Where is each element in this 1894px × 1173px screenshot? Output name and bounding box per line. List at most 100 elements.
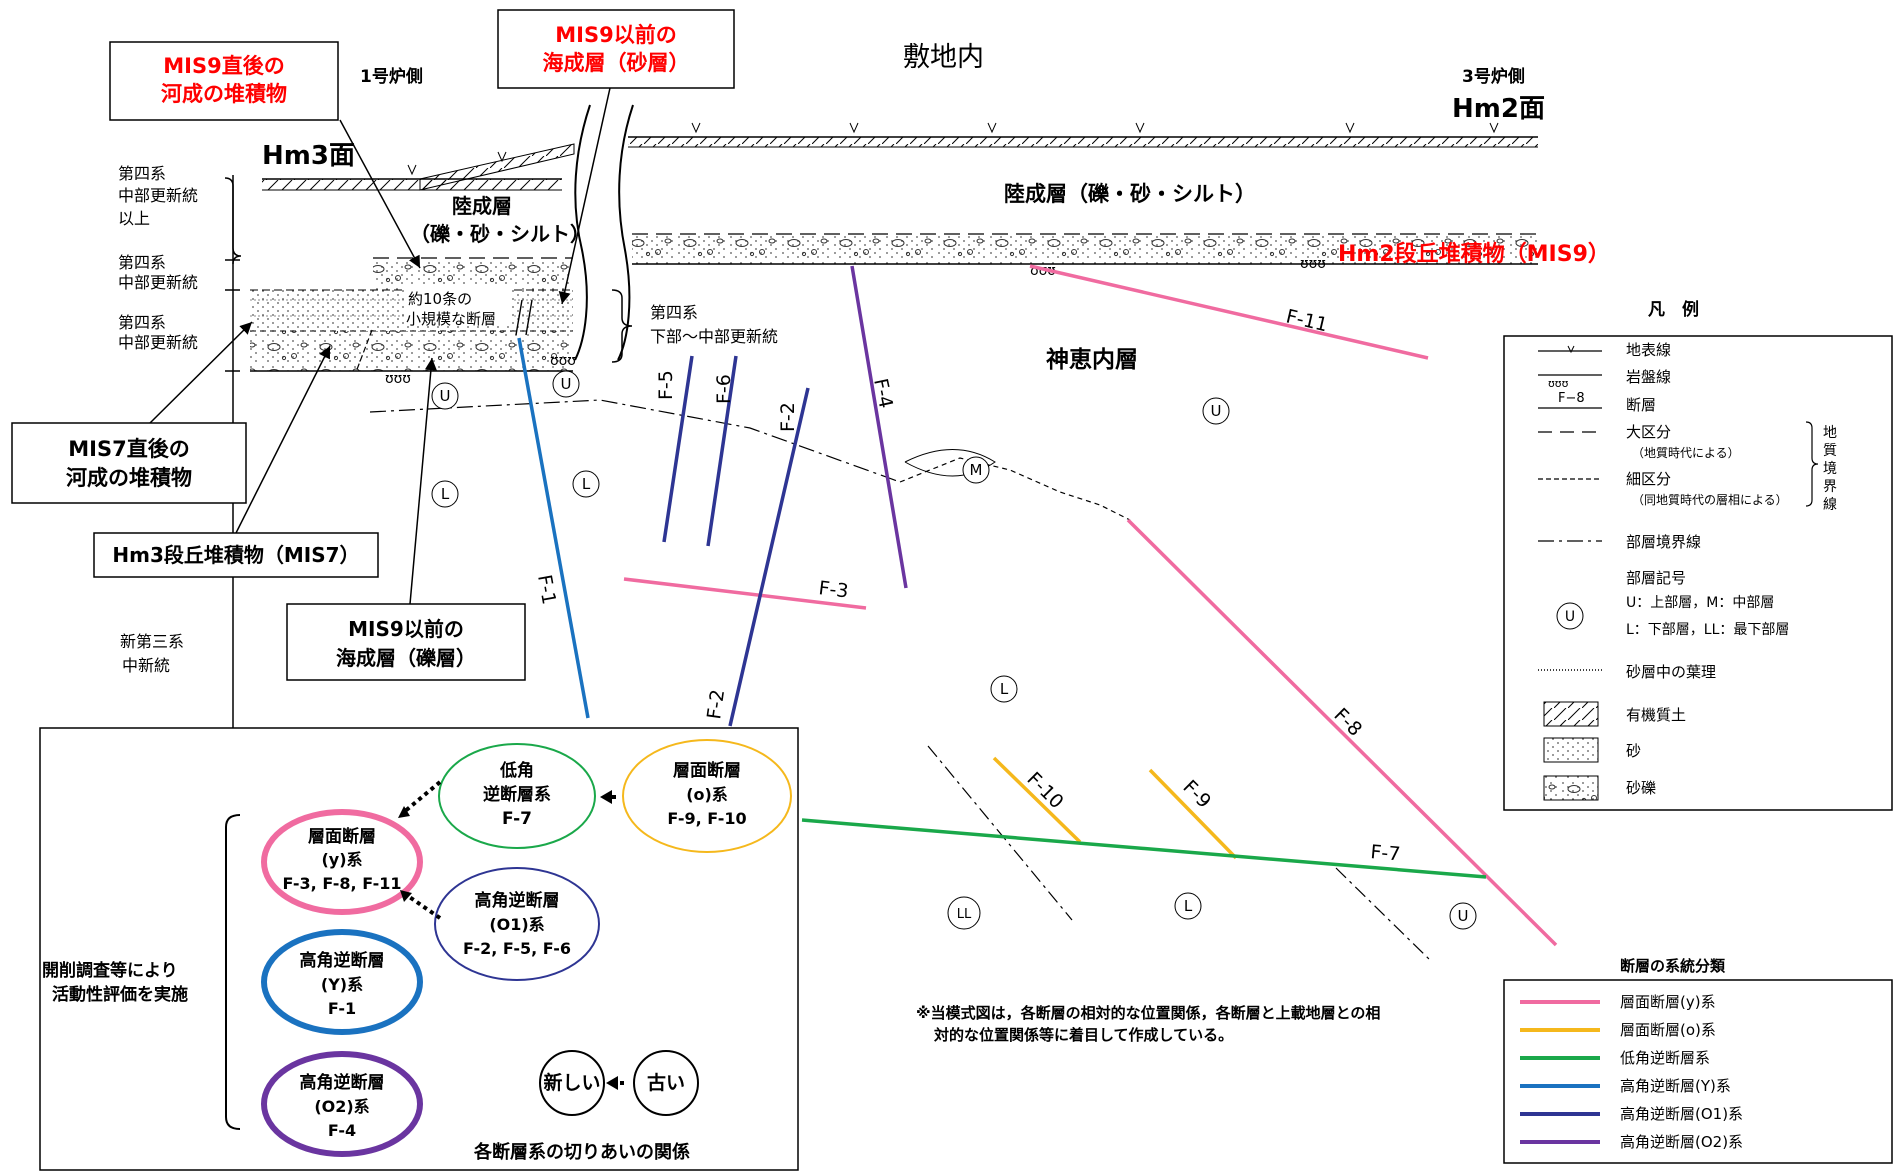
svg-text:断層: 断層	[1626, 396, 1656, 414]
svg-text:(o)系: (o)系	[686, 785, 728, 804]
unit-l2: L	[582, 475, 591, 493]
svg-text:低角: 低角	[499, 760, 534, 781]
fault-f1	[517, 337, 590, 719]
callout-hm3-deposit	[93, 532, 379, 578]
hm2-organic-soil	[628, 137, 1538, 147]
age-a3: 以上	[118, 209, 150, 228]
o-system-node	[622, 739, 792, 853]
classification-label: 高角逆断層(O2)系	[1620, 1133, 1743, 1151]
svg-text:MIS9以前の: MIS9以前の	[555, 23, 676, 47]
unit-u3: U	[1211, 402, 1222, 420]
unit-ll1: LL	[957, 907, 972, 922]
fault-relation-panel: 開削調査等により 活動性評価を実施 層面断層 (y)系 F-3, F-8, F-…	[39, 727, 799, 1171]
svg-text:(Y)系: (Y)系	[321, 975, 363, 994]
svg-text:(O1)系: (O1)系	[489, 915, 544, 934]
age-a1: 第四系	[118, 164, 166, 183]
svg-text:有機質土: 有機質土	[1626, 706, 1686, 724]
older-node	[633, 1050, 699, 1116]
legend-box	[1503, 335, 1893, 811]
svg-text:高角逆断層: 高角逆断層	[300, 950, 385, 971]
left-upper-stratum-sub: （礫・砂・シルト）	[410, 222, 590, 246]
unit-l1: L	[441, 485, 450, 503]
y-system-node	[261, 809, 423, 915]
svg-text:地: 地	[1823, 425, 1837, 441]
svg-text:MIS9直後の: MIS9直後の	[163, 54, 284, 78]
fault-f10	[992, 756, 1082, 844]
fault-f11	[1029, 264, 1429, 360]
right-upper-stratum: 陸成層（礫・砂・シルト）	[1004, 182, 1256, 206]
fault-f2	[728, 387, 810, 727]
member-boundary-line	[369, 399, 901, 483]
svg-text:古い: 古い	[647, 1071, 685, 1094]
hm3-organic-soil	[262, 179, 562, 190]
unit-l3: L	[1000, 680, 1009, 698]
age-e2: 中新統	[122, 656, 170, 675]
hm2-deposit-label: Hm2段丘堆積物（MIS9）	[1338, 241, 1610, 267]
svg-text:ʊʊʊ: ʊʊʊ	[1548, 377, 1569, 390]
fault-label-f1: F-1	[533, 573, 560, 606]
classification-label: 層面断層(y)系	[1620, 993, 1716, 1011]
section-break	[574, 104, 634, 361]
svg-text:対的な位置関係等に着目して作成している。: 対的な位置関係等に着目して作成している。	[933, 1026, 1233, 1044]
svg-text:新しい: 新しい	[543, 1071, 600, 1094]
unit-symbols: U U U U L L L L M LL	[431, 370, 1477, 930]
fault-label-f6: F-6	[713, 374, 735, 404]
relation-caption: 各断層系の切りあいの関係	[473, 1141, 690, 1163]
svg-text:層面断層: 層面断層	[673, 760, 741, 781]
age-c1: 第四系	[118, 313, 166, 332]
svg-text:F−8: F−8	[1558, 391, 1585, 406]
minor-division-line	[899, 457, 1131, 521]
svg-text:U: U	[1565, 609, 1575, 625]
svg-text:F-9, F-10: F-9, F-10	[667, 809, 746, 828]
minor-fault-note-2: 小規模な断層	[406, 310, 496, 328]
svg-text:逆断層系: 逆断層系	[483, 784, 551, 805]
fault-f3	[623, 577, 867, 610]
classification-title: 断層の系統分類	[1620, 957, 1726, 975]
mis9-river-deposit	[373, 258, 573, 290]
hm3-terrace-gravel	[250, 331, 573, 371]
fault-f5	[662, 355, 694, 543]
O2-system-node	[261, 1051, 423, 1157]
unit-u4: U	[1458, 907, 1469, 925]
right-unit-label: 3号炉側	[1462, 66, 1525, 87]
fault-label-f3: F-3	[817, 577, 849, 602]
unit-m1: M	[970, 461, 983, 479]
svg-text:部層境界線: 部層境界線	[1626, 533, 1701, 551]
unit-u2: U	[561, 375, 572, 393]
svg-text:砂層中の葉理: 砂層中の葉理	[1626, 663, 1716, 681]
svg-text:※当模式図は，各断層の相対的な位置関係，各断層と上載地層との: ※当模式図は，各断層の相対的な位置関係，各断層と上載地層との相	[916, 1004, 1380, 1022]
age-b1: 第四系	[118, 253, 166, 272]
svg-text:地表線: 地表線	[1626, 341, 1671, 359]
svg-text:海成層（砂層）: 海成層（砂層）	[543, 51, 690, 75]
fault-label-f8: F-8	[1329, 704, 1366, 741]
age-a2: 中部更新統	[118, 186, 198, 205]
faults	[517, 264, 1558, 947]
kamieunai-formation: 神恵内層	[1046, 346, 1138, 373]
svg-text:線: 線	[1823, 497, 1837, 513]
left-unit-label: 1号炉側	[360, 66, 423, 87]
hm2-terrace-deposit	[632, 234, 1538, 264]
svg-text:河成の堆積物: 河成の堆積物	[66, 466, 192, 490]
svg-text:Hm3段丘堆積物（MIS7）: Hm3段丘堆積物（MIS7）	[112, 543, 359, 567]
fault-f9	[1148, 768, 1238, 860]
svg-text:大区分: 大区分	[1626, 423, 1671, 441]
legend: 凡 例 地表線 ʊʊʊ 岩盤線 F−8 断層 大区分 （地質時代による） 細区分…	[1503, 299, 1893, 811]
svg-text:F-7: F-7	[502, 809, 532, 829]
fault-label-f4: F-4	[869, 376, 897, 410]
svg-text:（同地質時代の層相による）: （同地質時代の層相による）	[1632, 492, 1788, 507]
newer-node	[539, 1050, 605, 1116]
fault-f7	[801, 818, 1487, 879]
hm2-surface-label: Hm2面	[1452, 94, 1545, 124]
svg-text:砂礫: 砂礫	[1626, 779, 1656, 797]
svg-text:部層記号: 部層記号	[1626, 569, 1686, 587]
Y-system-node	[261, 929, 423, 1035]
callout-mis9-marine-gravel	[286, 603, 526, 681]
classification-label: 層面断層(o)系	[1620, 1021, 1716, 1039]
svg-text:L：下部層，LL：最下部層: L：下部層，LL：最下部層	[1626, 622, 1789, 638]
fault-f6	[706, 355, 738, 547]
svg-text:海成層（礫層）: 海成層（礫層）	[336, 646, 476, 670]
svg-text:ʊʊʊ: ʊʊʊ	[550, 353, 576, 369]
fault-label-f5: F-5	[655, 370, 677, 400]
footnote: ※当模式図は，各断層の相対的な位置関係，各断層と上載地層との相 対的な位置関係等…	[916, 1004, 1380, 1044]
